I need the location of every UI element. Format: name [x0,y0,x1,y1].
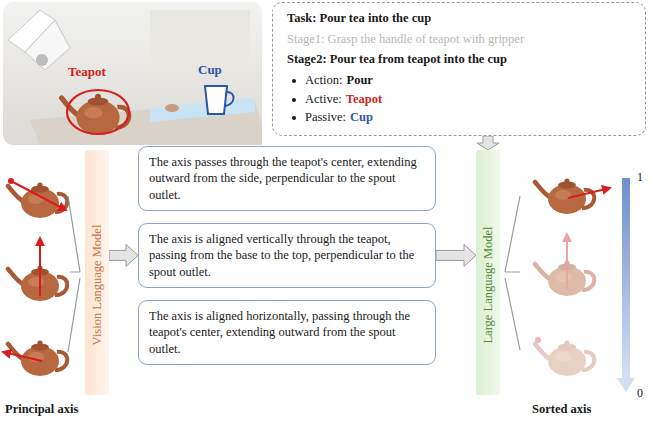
model-bar: Large Language Model [476,150,500,395]
block-arrow [436,244,476,266]
task-line: Task: Pour tea into the cup [287,11,635,27]
axis-description: The axis is aligned horizontally, passin… [138,300,436,365]
task-text: Task: Pour tea into the cup [287,11,431,25]
task-text: Action: [305,73,343,87]
task-line: Stage1: Grasp the handle of teapot with … [287,32,635,48]
task-line: Stage2: Pour tea from teapot into the cu… [287,52,635,68]
axis-description: The axis is aligned vertically through t… [138,223,436,288]
sorted-axis-teapots [535,178,610,376]
task-text: Teapot [346,92,382,106]
task-text: Pour [347,73,373,87]
description-text: The axis passes through the teapot's cen… [149,154,425,203]
task-line: Action: Pour [287,73,635,89]
principal-axis-teapots [3,178,67,376]
task-text: Stage2: Pour tea from teapot into the cu… [287,52,507,66]
block-arrow [477,136,499,150]
scene-photo [3,2,262,145]
axis-description: The axis passes through the teapot's cen… [138,146,436,211]
bullet-dot [292,116,296,120]
merge-chevron [68,196,80,352]
model-name: Vision Language Model [90,224,105,345]
object-label: Cup [198,62,222,78]
model-bar: Vision Language Model [85,150,109,395]
task-text: Stage1: Grasp the handle of teapot with … [287,32,524,46]
task-text: Cup [350,110,373,124]
task-panel: Task: Pour tea into the cupStage1: Grasp… [272,2,646,136]
task-text: Active: [305,92,342,106]
scale-value: 0 [637,386,643,401]
score-scale [617,178,635,392]
task-line: Active: Teapot [287,92,635,108]
block-arrow [109,244,138,266]
bullet-dot [292,98,296,102]
object-label: Teapot [68,64,106,80]
task-text: Passive: [305,110,346,124]
description-text: The axis is aligned vertically through t… [149,231,425,280]
split-chevron [505,196,520,350]
column-caption: Sorted axis [532,402,591,417]
column-caption: Principal axis [5,402,78,417]
scale-value: 1 [637,170,643,185]
bullet-dot [292,79,296,83]
description-text: The axis is aligned horizontally, passin… [149,308,425,357]
task-line: Passive: Cup [287,110,635,126]
model-name: Large Language Model [481,226,496,343]
